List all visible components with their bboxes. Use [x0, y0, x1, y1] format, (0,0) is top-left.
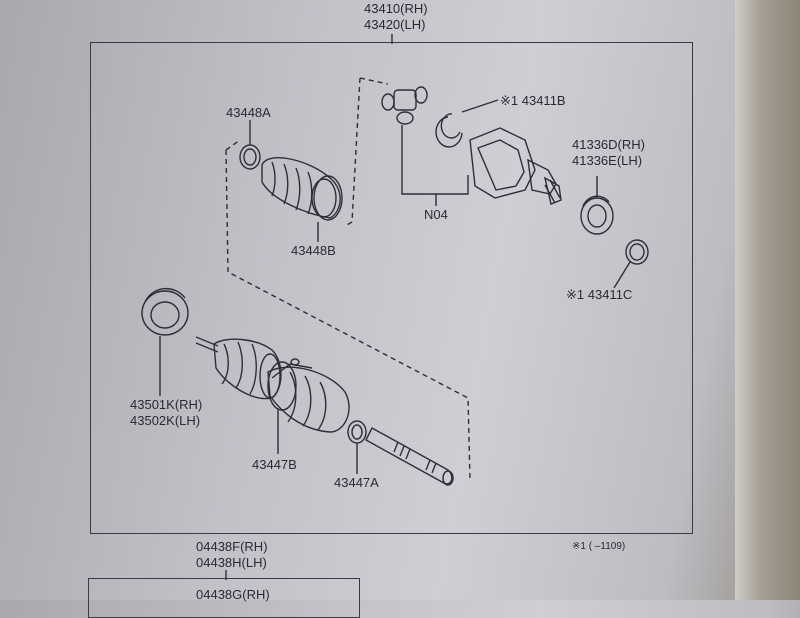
- label-outer-boot-kit: 43447B: [252, 457, 297, 472]
- label-oil-seal-rh: 41336D(RH): [572, 137, 645, 152]
- snap-ring-c-part: [625, 239, 649, 265]
- label-dust-cover-rh: 43501K(RH): [130, 397, 203, 412]
- outer-joint-part: [195, 336, 350, 433]
- tripod-joint-part: [381, 86, 428, 125]
- label-dust-cover-lh: 43502K(LH): [130, 413, 201, 428]
- label-oil-seal-lh: 41336E(LH): [572, 153, 643, 168]
- inner-boot-part: [261, 157, 343, 221]
- footnote: ※1 ( –1109): [572, 541, 626, 552]
- label-inner-group: N04: [424, 207, 448, 222]
- exploded-view-drawing: [141, 34, 649, 486]
- assembly-part-rh: 43410(RH): [364, 1, 428, 16]
- label-snap-ring-c: ※1 43411C: [566, 287, 633, 302]
- label-inner-clamp-a: 43448A: [226, 105, 271, 120]
- dust-cover-part: [141, 287, 189, 336]
- label-outer-clamp: 43447A: [334, 475, 379, 490]
- label-inner-boot: 43448B: [291, 243, 336, 258]
- below-next-part: 04438G(RH): [196, 587, 270, 602]
- assembly-part-lh: 43420(LH): [364, 17, 426, 32]
- paper-edge: [735, 0, 800, 600]
- inner-joint-housing-part: [469, 127, 562, 205]
- drive-shaft-part: [365, 427, 454, 486]
- label-snap-ring-b: ※1 43411B: [500, 93, 566, 108]
- snap-ring-b-part: [435, 113, 463, 148]
- below-part-rh: 04438F(RH): [196, 539, 268, 554]
- below-part-lh: 04438H(LH): [196, 555, 267, 570]
- lower-leader: [225, 570, 227, 580]
